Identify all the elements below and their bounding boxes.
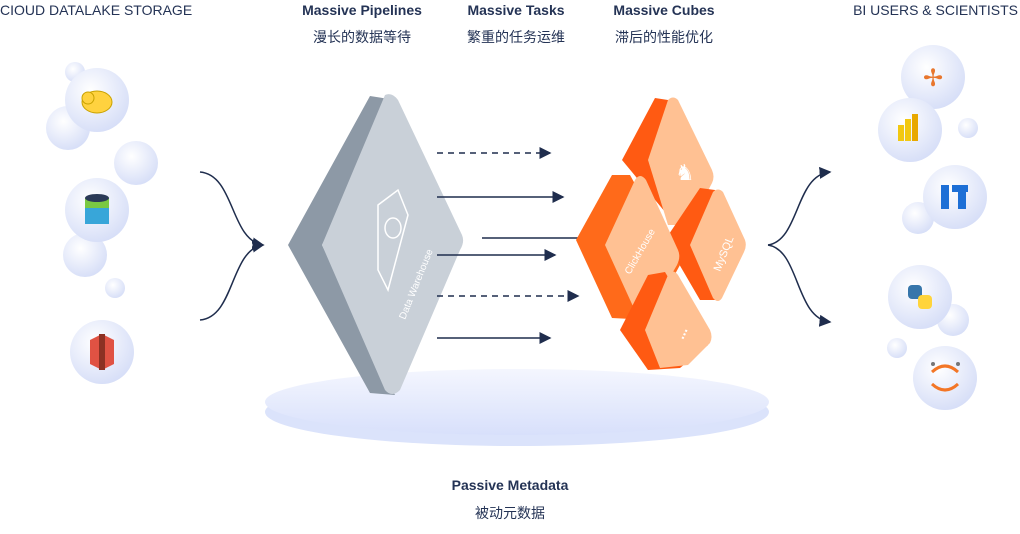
svg-text:✢: ✢ — [923, 65, 943, 92]
pipelines-subtitle: 漫长的数据等待 — [313, 29, 411, 45]
cube-cluster: ♞ MySQL ClickHouse ... — [576, 97, 746, 370]
finebi-icon — [923, 165, 987, 229]
python-icon — [888, 265, 952, 329]
tableau-icon: ✢ — [901, 45, 965, 109]
power-bi-icon — [878, 98, 942, 162]
warehouse-icon — [377, 188, 409, 293]
split-arrows-right — [767, 166, 832, 327]
metadata-platform — [265, 369, 769, 446]
metadata-subtitle: 被动元数据 — [475, 505, 545, 521]
tasks-subtitle: 繁重的任务运维 — [467, 29, 565, 45]
right-column-title: BI USERS & SCIENTISTS — [853, 2, 1018, 18]
tasks-title: Massive Tasks — [467, 2, 565, 18]
hadoop-icon — [65, 68, 129, 132]
cube-mysql: MySQL — [665, 188, 746, 301]
cubes-title: Massive Cubes — [613, 2, 715, 18]
metadata-title: Passive Metadata — [451, 477, 569, 493]
svg-text:♞: ♞ — [675, 160, 695, 185]
aws-s3-icon — [70, 320, 134, 384]
merge-arrows-left — [199, 171, 265, 321]
cube-more: ... — [620, 271, 712, 370]
cubes-subtitle: 滞后的性能优化 — [615, 29, 713, 45]
database-icon — [65, 178, 129, 242]
jupyter-icon — [913, 346, 977, 410]
data-warehouse-block: Data Warehouse — [288, 94, 464, 395]
left-column-title: CIOUD DATALAKE STORAGE — [0, 2, 193, 18]
pipelines-title: Massive Pipelines — [302, 2, 422, 18]
flow-arrows — [437, 147, 580, 344]
